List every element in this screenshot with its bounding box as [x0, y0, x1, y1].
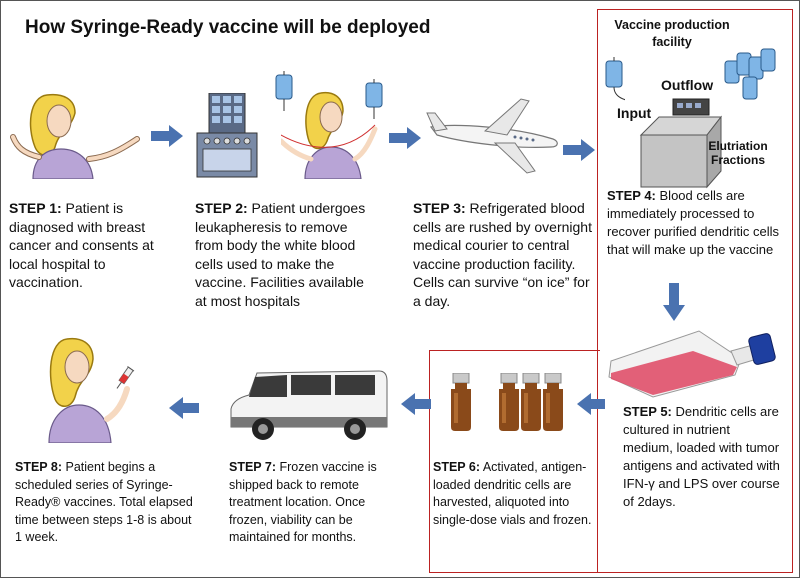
step-3-text: STEP 3: Refrigerated blood cells are rus… [413, 199, 593, 310]
step-label: STEP 6: [433, 460, 481, 474]
arrow-left-icon [401, 393, 431, 415]
outflow-label: Outflow [661, 77, 714, 93]
iv-bag-icon [275, 71, 293, 111]
arrow-left-icon [577, 393, 605, 415]
step-4-text: STEP 4: Blood cells are immediately proc… [607, 187, 787, 259]
step-1-text: STEP 1: Patient is diagnosed with breast… [9, 199, 171, 292]
harvest-box [429, 350, 600, 573]
step-label: STEP 4: [607, 188, 656, 203]
arrow-right-icon [389, 127, 421, 149]
culture-flask-icon [608, 330, 776, 398]
step-label: STEP 2: [195, 200, 248, 216]
step-label: STEP 3: [413, 200, 466, 216]
elutriation-label: Elutriation Fractions [708, 139, 768, 167]
step-description: Patient begins a scheduled series of Syr… [15, 460, 193, 544]
step-6-text: STEP 6: Activated, antigen-loaded dendri… [433, 459, 599, 529]
woman-patient-icon [10, 93, 140, 179]
iv-bag-icon [724, 48, 776, 100]
apheresis-machine-icon [196, 93, 258, 178]
arrow-right-icon [151, 125, 183, 147]
arrow-left-icon [169, 397, 199, 419]
step-5-text: STEP 5: Dendritic cells are cultured in … [623, 403, 783, 511]
step-description: Dendritic cells are cultured in nutrient… [623, 404, 780, 509]
step-8-text: STEP 8: Patient begins a scheduled serie… [15, 459, 199, 547]
woman-patient-icon [281, 91, 378, 179]
iv-bag-icon [365, 79, 383, 119]
vial-icon [499, 373, 519, 431]
elutriation-machine-icon [639, 98, 723, 189]
input-label: Input [617, 105, 652, 121]
production-facility-box [597, 9, 793, 573]
syringe-icon [116, 366, 135, 389]
step-description: Blood cells are immediately processed to… [607, 188, 779, 257]
box-overlap-cover [598, 351, 599, 570]
step-7-text: STEP 7: Frozen vaccine is shipped back t… [229, 459, 397, 547]
step-description: Frozen vaccine is shipped back to remote… [229, 460, 377, 544]
vial-icon [543, 373, 563, 431]
step-description: Patient is diagnosed with breast cancer … [9, 200, 154, 290]
step-label: STEP 5: [623, 404, 672, 419]
iv-bag-icon [605, 57, 625, 101]
airplane-icon [426, 98, 558, 174]
arrow-down-icon [663, 283, 685, 321]
facility-title: Vaccine production facility [614, 18, 730, 49]
arrow-right-icon [563, 139, 595, 161]
vial-icon [451, 373, 471, 431]
step-label: STEP 1: [9, 200, 62, 216]
step-description: Patient undergoes leukapheresis to remov… [195, 200, 366, 309]
step-label: STEP 8: [15, 460, 63, 474]
step-label: STEP 7: [229, 460, 277, 474]
step-description: Activated, antigen-loaded dendritic cell… [433, 460, 592, 527]
vial-icon [521, 373, 541, 431]
woman-patient-icon [48, 337, 130, 443]
step-2-text: STEP 2: Patient undergoes leukapheresis … [195, 199, 379, 310]
diagram-title: How Syringe-Ready vaccine will be deploy… [25, 17, 431, 38]
step-description: Refrigerated blood cells are rushed by o… [413, 200, 592, 309]
van-icon [230, 370, 388, 440]
